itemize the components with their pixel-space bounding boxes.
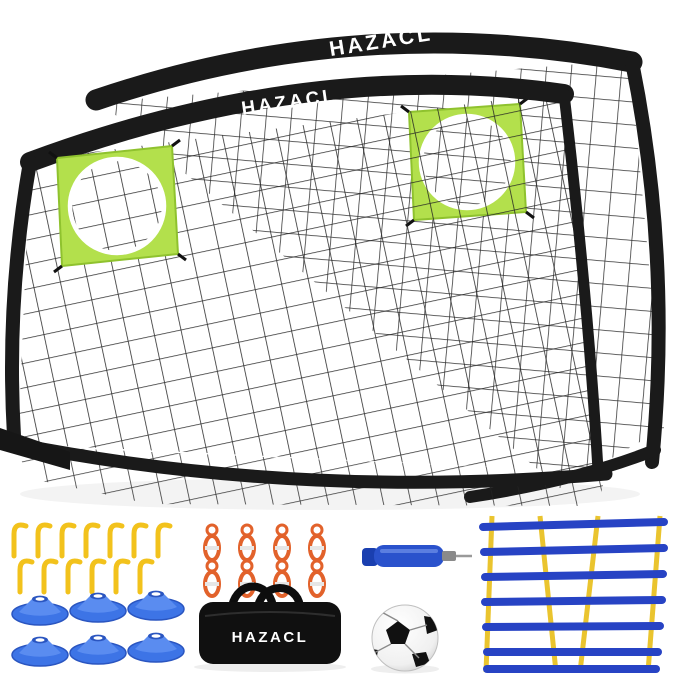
disc-cone — [69, 592, 127, 623]
goal-right-post — [625, 55, 666, 469]
ground-stake — [131, 522, 149, 559]
rope-clip — [203, 523, 221, 562]
target-corner-ties — [48, 138, 187, 274]
target-panel-left — [48, 138, 187, 274]
ladder-rungs — [479, 518, 668, 673]
disc-cone — [11, 636, 69, 667]
disc-cone — [69, 634, 127, 665]
rope-clip — [238, 523, 256, 562]
ground-stake — [59, 522, 77, 559]
goal-top-crossbar — [85, 32, 643, 111]
ground-stake — [89, 558, 107, 595]
rope-clips — [203, 523, 326, 598]
ground-stake — [11, 522, 29, 559]
ground-stake — [155, 522, 173, 559]
rope-clip — [273, 559, 291, 598]
ground-stakes — [11, 522, 173, 595]
ground-stake — [35, 522, 53, 559]
ground-stake — [107, 522, 125, 559]
rope-clip — [308, 523, 326, 562]
goal-right-post — [558, 88, 604, 476]
goal-base-bar — [9, 437, 613, 489]
ground-stake — [17, 558, 35, 595]
ground-stake — [41, 558, 59, 595]
disc-cone — [127, 632, 185, 663]
bag-brand-label: HAZACL — [232, 629, 309, 646]
rope-clip — [273, 523, 291, 562]
bag-handle — [254, 584, 304, 608]
bag-body — [199, 602, 341, 664]
goal-left-post — [5, 155, 37, 443]
ball-pump — [362, 545, 472, 567]
bag-zipper — [204, 611, 336, 617]
ladder-rails — [483, 515, 663, 673]
ground-stake — [137, 558, 155, 595]
agility-ladder — [479, 515, 668, 673]
goal-top-crossbar — [20, 74, 574, 172]
soccer-goal-front: HAZACL — [0, 74, 613, 506]
disc-cone — [127, 590, 185, 621]
rope-clip — [203, 559, 221, 598]
ground-stake — [113, 558, 131, 595]
ground-stake — [65, 558, 83, 595]
pump-nozzle — [442, 551, 456, 561]
rope-clip — [308, 559, 326, 598]
goal-left-foot — [0, 428, 70, 470]
ground-stake — [83, 522, 101, 559]
disc-cone — [11, 595, 69, 626]
goal-net — [18, 92, 600, 472]
soccer-ball — [371, 604, 439, 674]
target-hole-ring — [67, 156, 167, 256]
training-cones — [11, 590, 185, 667]
carry-bag: HAZACL — [194, 582, 346, 672]
goal-brand-label-back: HAZACL — [328, 22, 435, 61]
bag-handle — [228, 582, 277, 608]
